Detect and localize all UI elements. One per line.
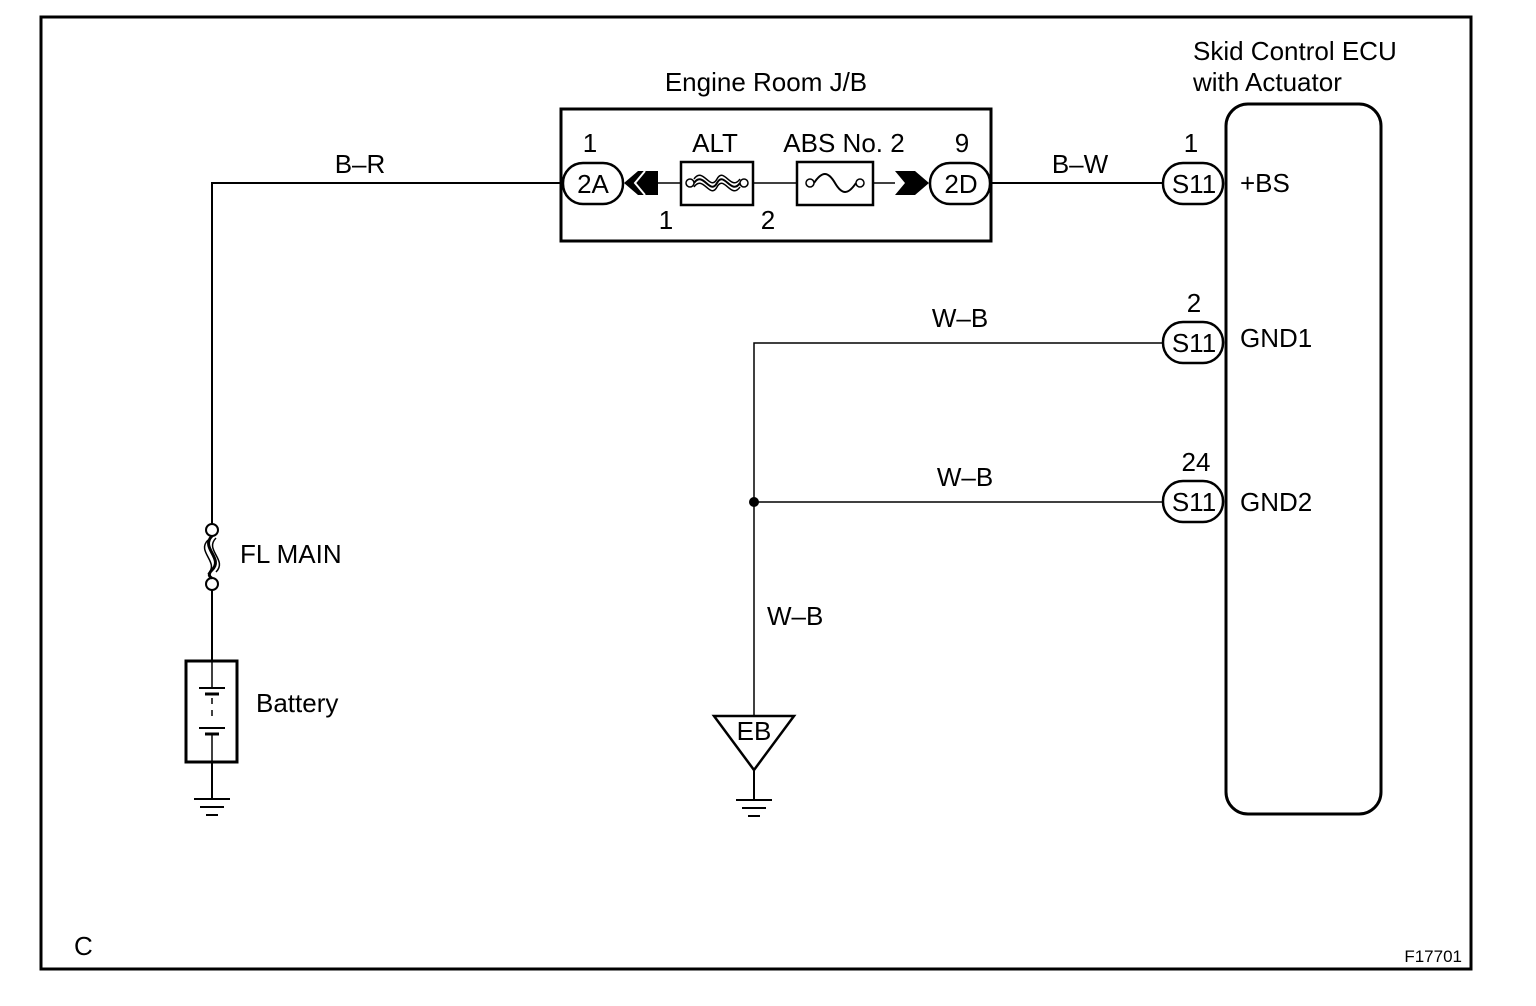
wire-ground-label: W–B [767, 601, 823, 631]
ecu-terminal-gnd1-name: GND1 [1240, 323, 1312, 353]
fuse-abs-label: ABS No. 2 [783, 128, 904, 158]
ecu-terminal-bs-name: +BS [1240, 168, 1290, 198]
junction-block [559, 107, 993, 243]
ground-point-eb [711, 714, 797, 773]
fuse-icon [813, 173, 857, 193]
wire-b-r [211, 182, 563, 524]
battery-label: Battery [256, 688, 338, 718]
fl-main-label: FL MAIN [240, 539, 342, 569]
ecu-terminal-gnd2-pin: 24 [1182, 447, 1211, 477]
wire-b-r-label: B–R [335, 149, 386, 179]
connector-2d-pin: 9 [955, 128, 969, 158]
fuse-alt-pin-2: 2 [761, 205, 775, 235]
ecu-title-line1: Skid Control ECU [1193, 36, 1397, 66]
connector-s11-bs [1161, 161, 1225, 206]
connector-s11-gnd1-label: S11 [1172, 328, 1216, 358]
fuse-alt-pin-1: 1 [659, 205, 673, 235]
ecu-terminal-gnd1-pin: 2 [1187, 288, 1201, 318]
fuse-alt-label: ALT [692, 128, 738, 158]
connector-s11-gnd2-label: S11 [1172, 487, 1216, 517]
connector-2d-label: 2D [944, 169, 977, 199]
ground-point-eb-label: EB [737, 716, 772, 746]
figure-id: F17701 [1404, 947, 1462, 966]
fl-main-link-icon [207, 534, 217, 580]
connector-arrow-left-icon [624, 171, 658, 195]
connector-s11-bs-label: S11 [1172, 169, 1216, 199]
junction-block-title: Engine Room J/B [665, 67, 867, 97]
wire-b-w-label: B–W [1052, 149, 1109, 179]
ground-icon [194, 798, 230, 816]
ground-icon [736, 799, 772, 817]
corner-letter: C [74, 931, 93, 961]
ecu-terminal-gnd2-name: GND2 [1240, 487, 1312, 517]
wire-gnd2-label: W–B [937, 462, 993, 492]
connector-arrow-right-icon [895, 171, 929, 195]
wire-gnd1-label: W–B [932, 303, 988, 333]
ecu-title-line2: with Actuator [1192, 67, 1342, 97]
connector-2a-label: 2A [577, 169, 609, 199]
splice-point [749, 497, 759, 507]
wire-w-b-gnd1 [753, 342, 1163, 716]
ecu-terminal-bs-pin: 1 [1184, 128, 1198, 158]
connector-2a-pin: 1 [583, 128, 597, 158]
fusible-link-icon [693, 178, 741, 188]
ecu-box [1224, 102, 1383, 816]
diagram-frame [39, 15, 1473, 971]
